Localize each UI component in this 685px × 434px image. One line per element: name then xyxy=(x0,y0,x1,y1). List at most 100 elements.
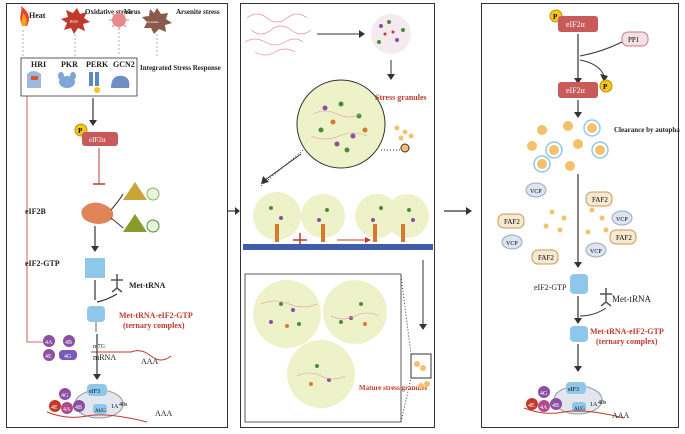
hri-label: HRI xyxy=(31,60,46,69)
eif2a-label-3: eIF2α xyxy=(566,86,586,95)
f3-label: eIF3 xyxy=(89,389,100,395)
arrow-1-2 xyxy=(228,207,240,215)
virus-label: Virus xyxy=(124,8,141,16)
p3-s40-label: 40s xyxy=(598,400,607,406)
met-trna-label: Met-tRNA xyxy=(129,281,166,290)
clearance-label: Clearance by autophagy xyxy=(614,126,680,134)
vcp-icon-3 xyxy=(501,234,523,250)
hri-icon xyxy=(27,71,41,88)
p3-f3-label: eIF3 xyxy=(568,387,579,393)
pp1-label: PP1 xyxy=(628,36,640,44)
ternary-complex-icon xyxy=(87,306,105,332)
met-trna-icon xyxy=(111,274,123,293)
faf2-icon-1 xyxy=(585,191,613,207)
eif2gtp-icon-2 xyxy=(570,274,588,294)
virus-icon xyxy=(109,10,129,30)
f1a-label: 1A xyxy=(111,404,119,410)
arsenite-label: Arsenite stress xyxy=(176,8,220,16)
eif2a-box-3 xyxy=(558,82,598,98)
recovery-diagram: P eIF2α PP1 P eIF2α Clearance by autopha… xyxy=(497,9,685,420)
ternary-label: Met-tRNA-eIF2-GTP xyxy=(119,311,193,320)
ternary-sub-label-2: (ternary complex) xyxy=(596,337,658,346)
eif2a-label: eIF2α xyxy=(89,136,106,144)
m7g-label: m7G xyxy=(93,344,106,350)
eif2gtp-label-2: eIF2-GTP xyxy=(534,283,567,292)
recovery-panel: P eIF2α PP1 P eIF2α Clearance by autopha… xyxy=(481,3,685,428)
eif2a-box xyxy=(82,132,118,146)
faf2-icon-2 xyxy=(497,213,525,229)
f4b-label: 4B xyxy=(65,340,72,346)
heat-icon xyxy=(20,6,29,26)
pkr-label: PKR xyxy=(61,60,78,69)
eif2a-label-2: eIF2α xyxy=(566,20,586,29)
initiation-complex-icon-2: 4G 4E 4A 4B eIF3 AUG 1A 40s xyxy=(526,382,607,415)
met-trna-icon-2 xyxy=(600,288,612,307)
p3-aug-label: AUG xyxy=(574,407,585,412)
vcp-label-2: VCP xyxy=(616,217,628,223)
feedback-line xyxy=(26,96,47,343)
gcn2-label: GCN2 xyxy=(113,60,135,69)
granule-row xyxy=(253,192,429,242)
vcp-icon-2 xyxy=(611,210,633,226)
vcp-icon-4 xyxy=(585,242,607,258)
aug-label: AUG xyxy=(95,409,106,414)
arsenite-icon: Arsenite xyxy=(142,8,172,34)
aaa-label-2: AAA xyxy=(155,409,173,418)
eif2-gtp-icon xyxy=(123,214,160,233)
autophagy-icon xyxy=(527,119,609,173)
pp1-icon xyxy=(621,31,649,47)
faf2-icon-3 xyxy=(609,229,637,245)
eif2b-label: eIF2B xyxy=(25,207,47,216)
microtubule xyxy=(243,244,433,250)
faf2-label-2: FAF2 xyxy=(504,218,520,226)
f4b-label-2: 4B xyxy=(75,405,82,411)
s40-label: 40s xyxy=(119,402,128,408)
free-mrnas xyxy=(244,13,312,56)
ternary-icon-2 xyxy=(570,326,588,342)
pkr-icon xyxy=(58,72,76,88)
svg-text:ROS: ROS xyxy=(70,19,78,24)
f4a-label-2: 4A xyxy=(63,407,71,413)
f4a-label: 4A xyxy=(45,340,53,346)
vcp-label-4: VCP xyxy=(590,249,602,255)
perk-label: PERK xyxy=(86,60,109,69)
phospho-label-3: P xyxy=(603,83,608,91)
eif2b-icon xyxy=(81,202,114,224)
eif2a-box-2 xyxy=(558,16,598,32)
p3-f4a-label: 4A xyxy=(540,405,548,411)
ternary-sub-label: (ternary complex) xyxy=(123,321,185,330)
eif2gtp-label: eIF2-GTP xyxy=(25,259,60,268)
eif2gtp-icon xyxy=(85,258,105,278)
p3-f4b-label: 4B xyxy=(552,403,559,409)
heat-label: Heat xyxy=(29,11,46,20)
mature-label: Mature stress granules xyxy=(359,384,427,392)
stress-granule-diagram: Stress granules Mature stress granules xyxy=(243,13,433,423)
isr-panel: Heat ROS Oxidative stress Virus Arsenite… xyxy=(6,3,228,428)
met-trna-label-2: Met-tRNA xyxy=(612,294,651,304)
released-phospho-icon xyxy=(599,79,613,93)
faf2-label-4: FAF2 xyxy=(538,254,554,262)
vcp-icon-1 xyxy=(525,182,547,198)
p3-f1a-label: 1A xyxy=(590,402,598,408)
stress-granule-panel: Stress granules Mature stress granules xyxy=(240,3,435,428)
stress-granule-zoom xyxy=(296,79,386,169)
ternary-label-2: Met-tRNA-eIF2-GTP xyxy=(590,327,664,336)
stressor-arrows xyxy=(22,30,158,56)
p3-f4g-label: 4G xyxy=(540,391,548,397)
eif2-gdp-icon xyxy=(123,182,160,201)
aaa-label: AAA xyxy=(141,357,159,366)
faf2-icon-4 xyxy=(531,249,559,265)
stress-granules-label: Stress granules xyxy=(375,93,427,102)
arrow-2-3 xyxy=(444,207,472,215)
phospho-label: P xyxy=(78,127,83,135)
oxidative-label: Oxidative stress xyxy=(85,8,133,16)
vcp-faf2-group xyxy=(543,207,609,235)
mrnp-cluster xyxy=(371,14,411,54)
mrna-strand xyxy=(91,350,172,361)
faf2-label-3: FAF2 xyxy=(616,234,632,242)
isr-label: Integrated Stress Response xyxy=(140,64,221,72)
oxidative-stress-icon: ROS xyxy=(61,8,90,34)
eif4-factors: 4A 4B 4E 4G xyxy=(43,335,77,361)
mature-granules xyxy=(253,280,387,408)
small-granules xyxy=(394,125,414,141)
